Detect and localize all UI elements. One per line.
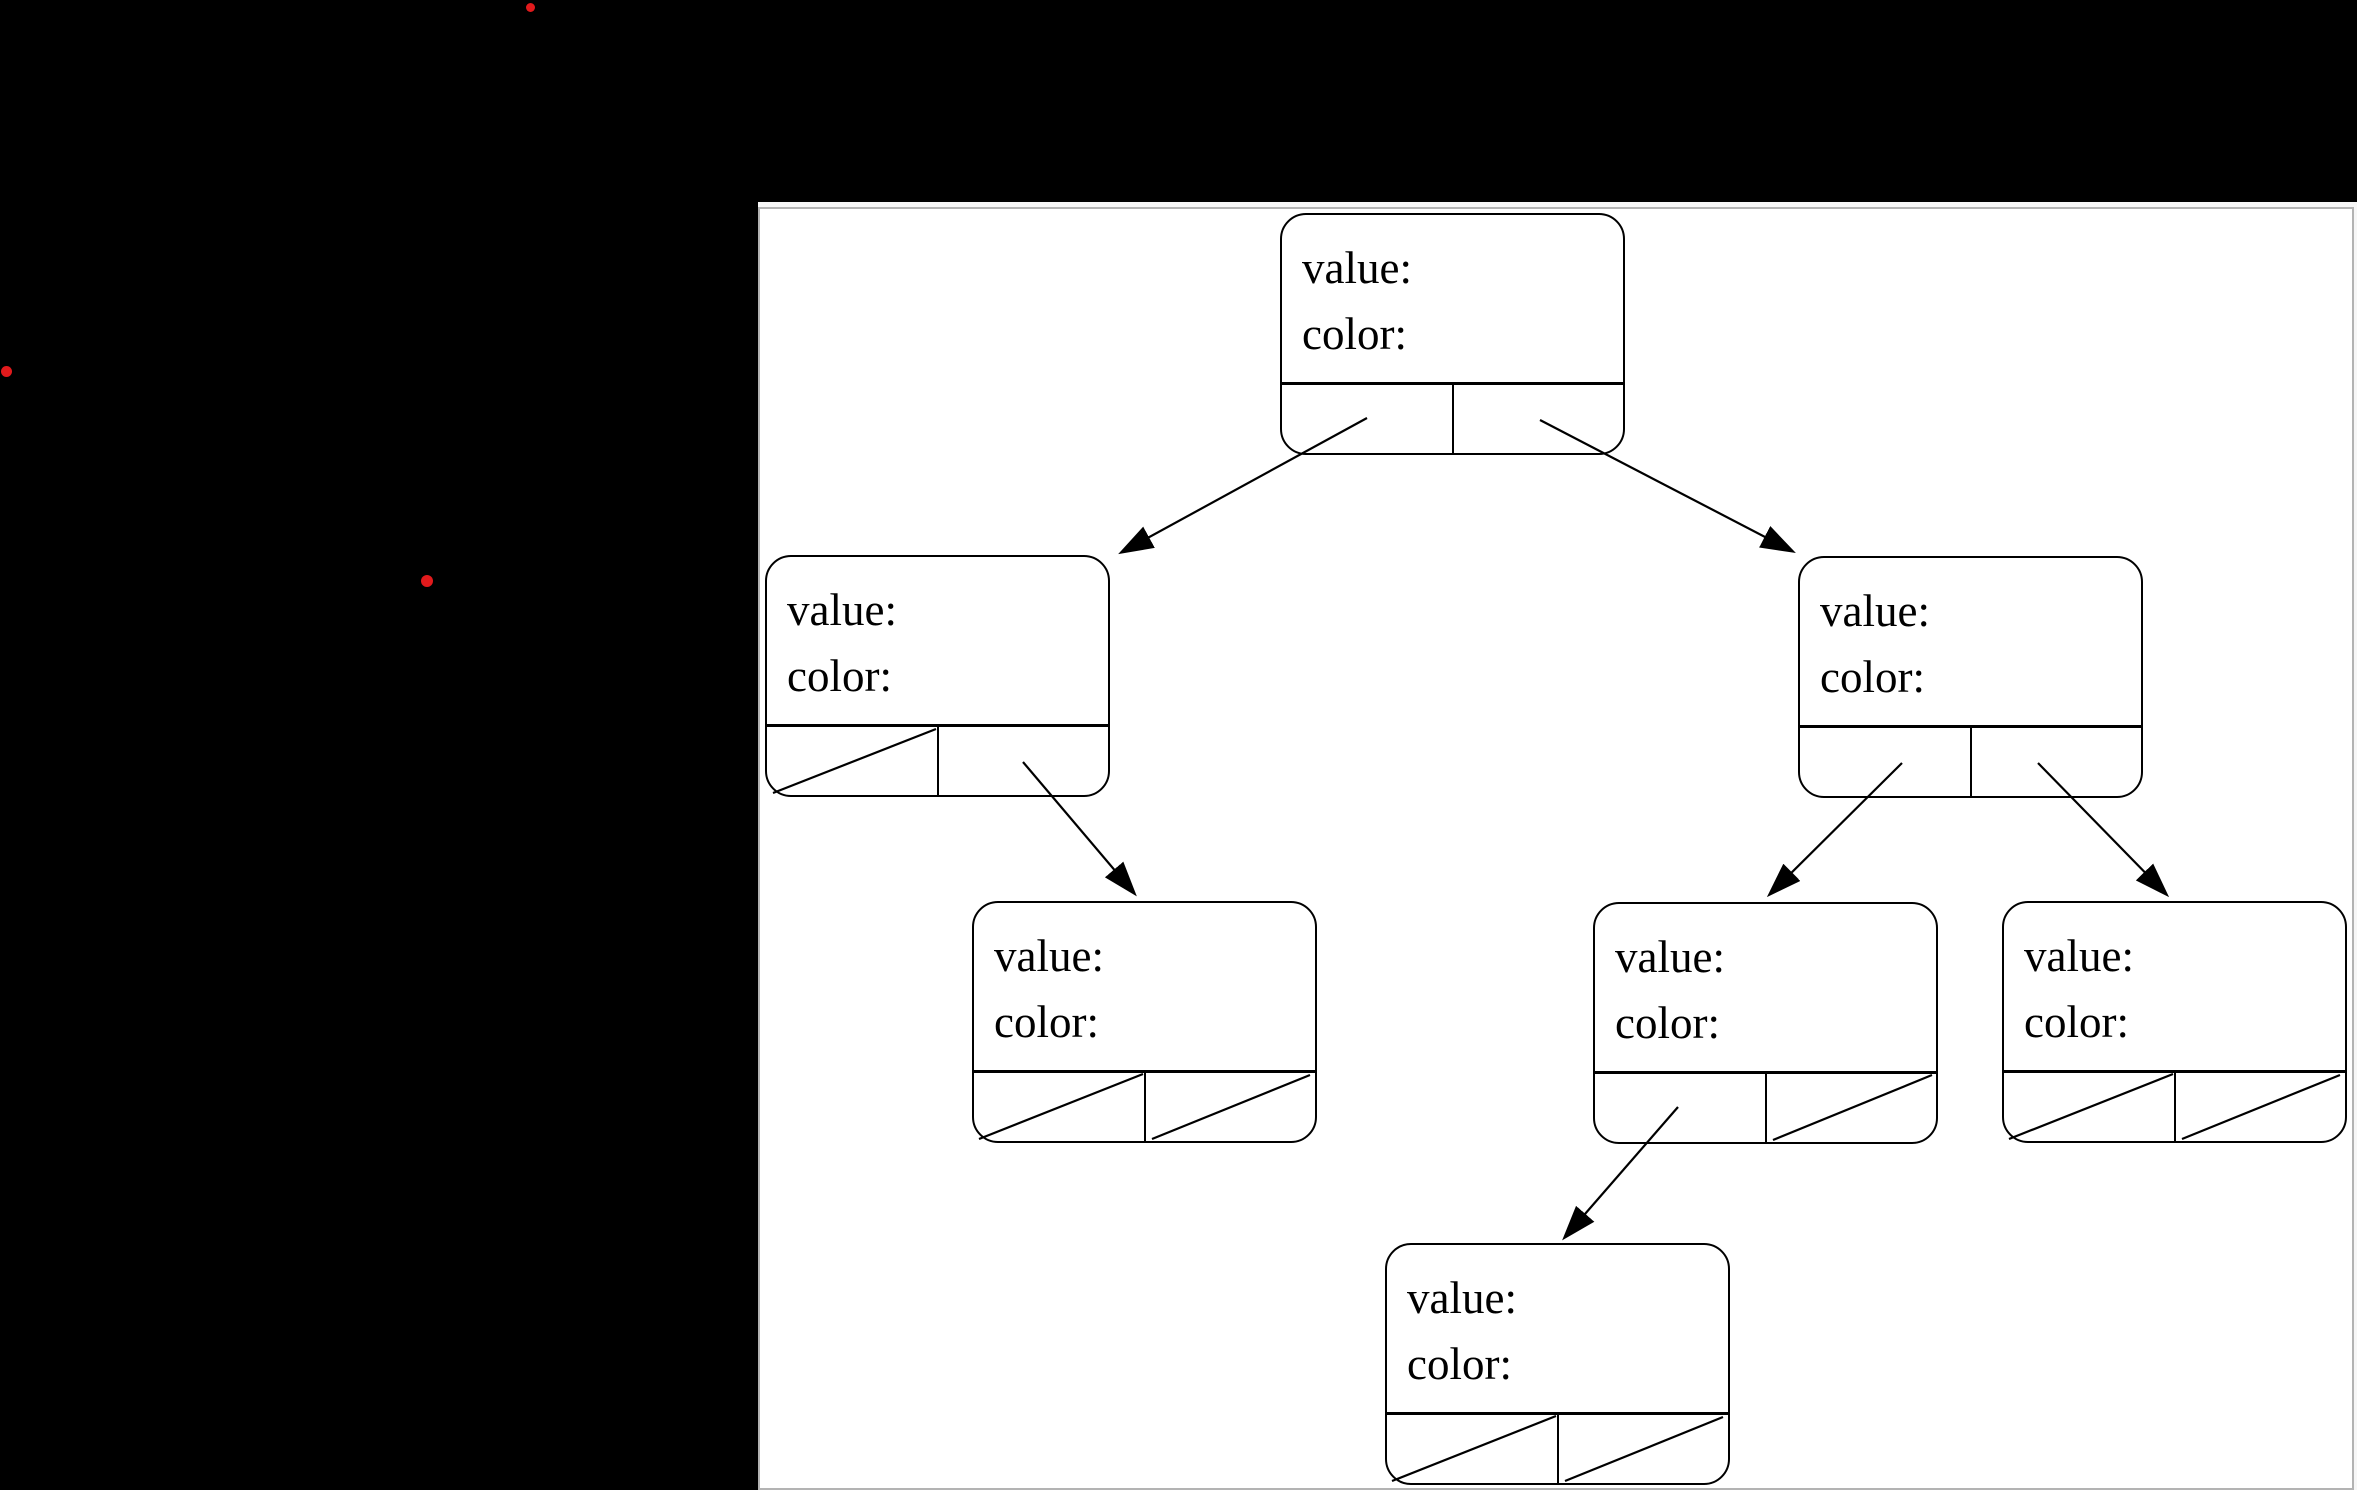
right-pointer-cell [2176, 1073, 2346, 1141]
right-pointer-cell [1146, 1073, 1316, 1141]
value-label: value: [994, 931, 1104, 981]
node-labels: value: color: [974, 903, 1315, 1073]
pointer-row [1282, 382, 1623, 453]
red-dot-marker [421, 575, 433, 587]
tree-node-middle-grandchild: value: color: [1593, 902, 1938, 1144]
left-pointer-cell [1800, 728, 1972, 796]
color-label: color: [787, 651, 892, 701]
node-labels: value: color: [2004, 903, 2345, 1073]
pointer-row [1595, 1071, 1936, 1142]
tree-node-root: value: color: [1280, 213, 1625, 455]
pointer-row [2004, 1070, 2345, 1141]
left-pointer-cell [1595, 1074, 1767, 1142]
pointer-row [767, 724, 1108, 795]
right-pointer-cell [1559, 1415, 1729, 1483]
color-label: color: [994, 997, 1099, 1047]
value-label: value: [1407, 1273, 1517, 1323]
color-label: color: [1302, 309, 1407, 359]
tree-diagram: value: color: value: color: value: color… [760, 202, 2357, 1490]
tree-node-right-child: value: color: [1798, 556, 2143, 798]
node-labels: value: color: [1282, 215, 1623, 385]
tree-node-left-grandchild: value: color: [972, 901, 1317, 1143]
left-pointer-cell [1282, 385, 1454, 453]
value-label: value: [1615, 932, 1725, 982]
tree-node-bottom: value: color: [1385, 1243, 1730, 1485]
left-pointer-cell [1387, 1415, 1559, 1483]
color-label: color: [1407, 1339, 1512, 1389]
pointer-row [974, 1070, 1315, 1141]
node-labels: value: color: [1387, 1245, 1728, 1415]
value-label: value: [1302, 243, 1412, 293]
red-dot-marker [0, 365, 12, 377]
value-label: value: [787, 585, 897, 635]
right-pointer-cell [1454, 385, 1624, 453]
pointer-row [1800, 725, 2141, 796]
pointer-row [1387, 1412, 1728, 1483]
node-labels: value: color: [1800, 558, 2141, 728]
diagram-panel: value: color: value: color: value: color… [758, 202, 2357, 1490]
value-label: value: [1820, 586, 1930, 636]
left-pointer-cell [2004, 1073, 2176, 1141]
color-label: color: [1615, 998, 1720, 1048]
right-pointer-cell [1972, 728, 2142, 796]
tree-node-left-child: value: color: [765, 555, 1110, 797]
color-label: color: [1820, 652, 1925, 702]
right-pointer-cell [1767, 1074, 1937, 1142]
tree-node-right-grandchild: value: color: [2002, 901, 2347, 1143]
node-labels: value: color: [1595, 904, 1936, 1074]
right-pointer-cell [939, 727, 1109, 795]
left-pointer-cell [974, 1073, 1146, 1141]
node-labels: value: color: [767, 557, 1108, 727]
red-dot-marker [525, 2, 535, 12]
left-pointer-cell [767, 727, 939, 795]
color-label: color: [2024, 997, 2129, 1047]
value-label: value: [2024, 931, 2134, 981]
